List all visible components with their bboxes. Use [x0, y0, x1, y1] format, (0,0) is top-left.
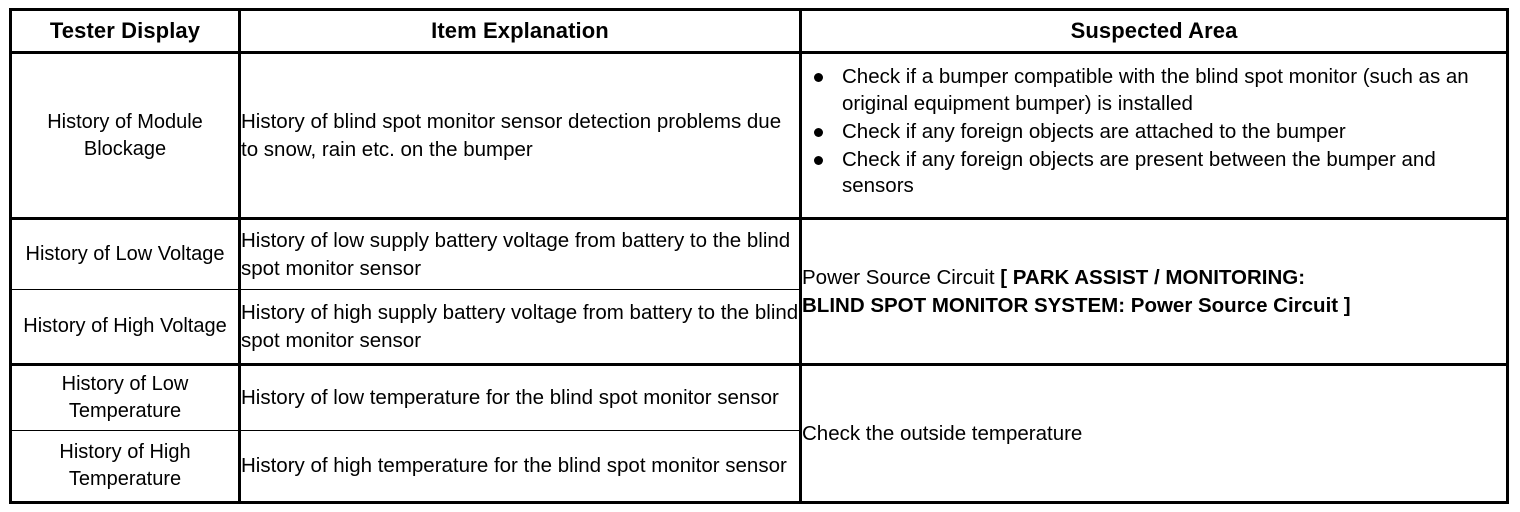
table-row: History of High Voltage History of high …	[10, 289, 1508, 365]
power-source-circuit-reference-line1: [ PARK ASSIST / MONITORING:	[1000, 266, 1306, 290]
cell-item-explanation-high-voltage: History of high supply battery voltage f…	[238, 289, 801, 365]
cell-item-explanation-low-temperature: History of low temperature for the blind…	[238, 363, 801, 431]
list-item: Check if any foreign objects are present…	[802, 147, 1506, 201]
cell-item-explanation-module-blockage: History of blind spot monitor sensor det…	[238, 52, 801, 219]
table-row: History of High Temperature History of h…	[10, 430, 1508, 503]
column-header-suspected-area: Suspected Area	[799, 9, 1508, 54]
cell-tester-display-module-blockage: History of Module Blockage	[10, 52, 240, 219]
cell-tester-display-high-temperature: History of High Temperature	[10, 430, 240, 503]
cell-tester-display-low-voltage: History of Low Voltage	[10, 217, 240, 290]
list-item-text: Check if any foreign objects are present…	[842, 147, 1436, 198]
diagnostic-trouble-code-table: Tester Display Item Explanation Suspecte…	[9, 8, 1509, 504]
cell-tester-display-high-voltage: History of High Voltage	[10, 289, 240, 365]
power-source-circuit-line1: Power Source Circuit [ PARK ASSIST / MON…	[802, 264, 1506, 291]
cell-suspected-area-outside-temperature: Check the outside temperature	[799, 363, 1508, 503]
suspected-area-bullet-list: Check if a bumper compatible with the bl…	[802, 64, 1506, 200]
table-header-row: Tester Display Item Explanation Suspecte…	[10, 9, 1508, 54]
list-item-text: Check if a bumper compatible with the bl…	[842, 65, 1469, 115]
power-source-circuit-lead: Power Source Circuit	[802, 266, 1001, 290]
cell-item-explanation-low-voltage: History of low supply battery voltage fr…	[238, 217, 801, 290]
table-row: History of Module Blockage History of bl…	[10, 52, 1508, 219]
cell-suspected-area-power-source-circuit: Power Source Circuit [ PARK ASSIST / MON…	[799, 217, 1508, 365]
list-item: Check if any foreign objects are attache…	[802, 119, 1506, 146]
table-row: History of Low Temperature History of lo…	[10, 363, 1508, 503]
cell-suspected-area-module-blockage: Check if a bumper compatible with the bl…	[799, 52, 1508, 219]
bullet-dot-icon	[814, 127, 823, 137]
column-header-tester-display: Tester Display	[10, 9, 240, 54]
bullet-dot-icon	[814, 155, 823, 165]
column-header-item-explanation: Item Explanation	[238, 9, 801, 54]
bullet-dot-icon	[814, 73, 823, 82]
table-row: History of Low Voltage History of low su…	[10, 217, 1508, 365]
list-item: Check if a bumper compatible with the bl…	[802, 64, 1506, 118]
cell-item-explanation-high-temperature: History of high temperature for the blin…	[238, 430, 801, 503]
power-source-circuit-reference-line2: BLIND SPOT MONITOR SYSTEM: Power Source …	[802, 293, 1351, 317]
cell-tester-display-low-temperature: History of Low Temperature	[10, 363, 240, 431]
list-item-text: Check if any foreign objects are attache…	[842, 119, 1346, 143]
